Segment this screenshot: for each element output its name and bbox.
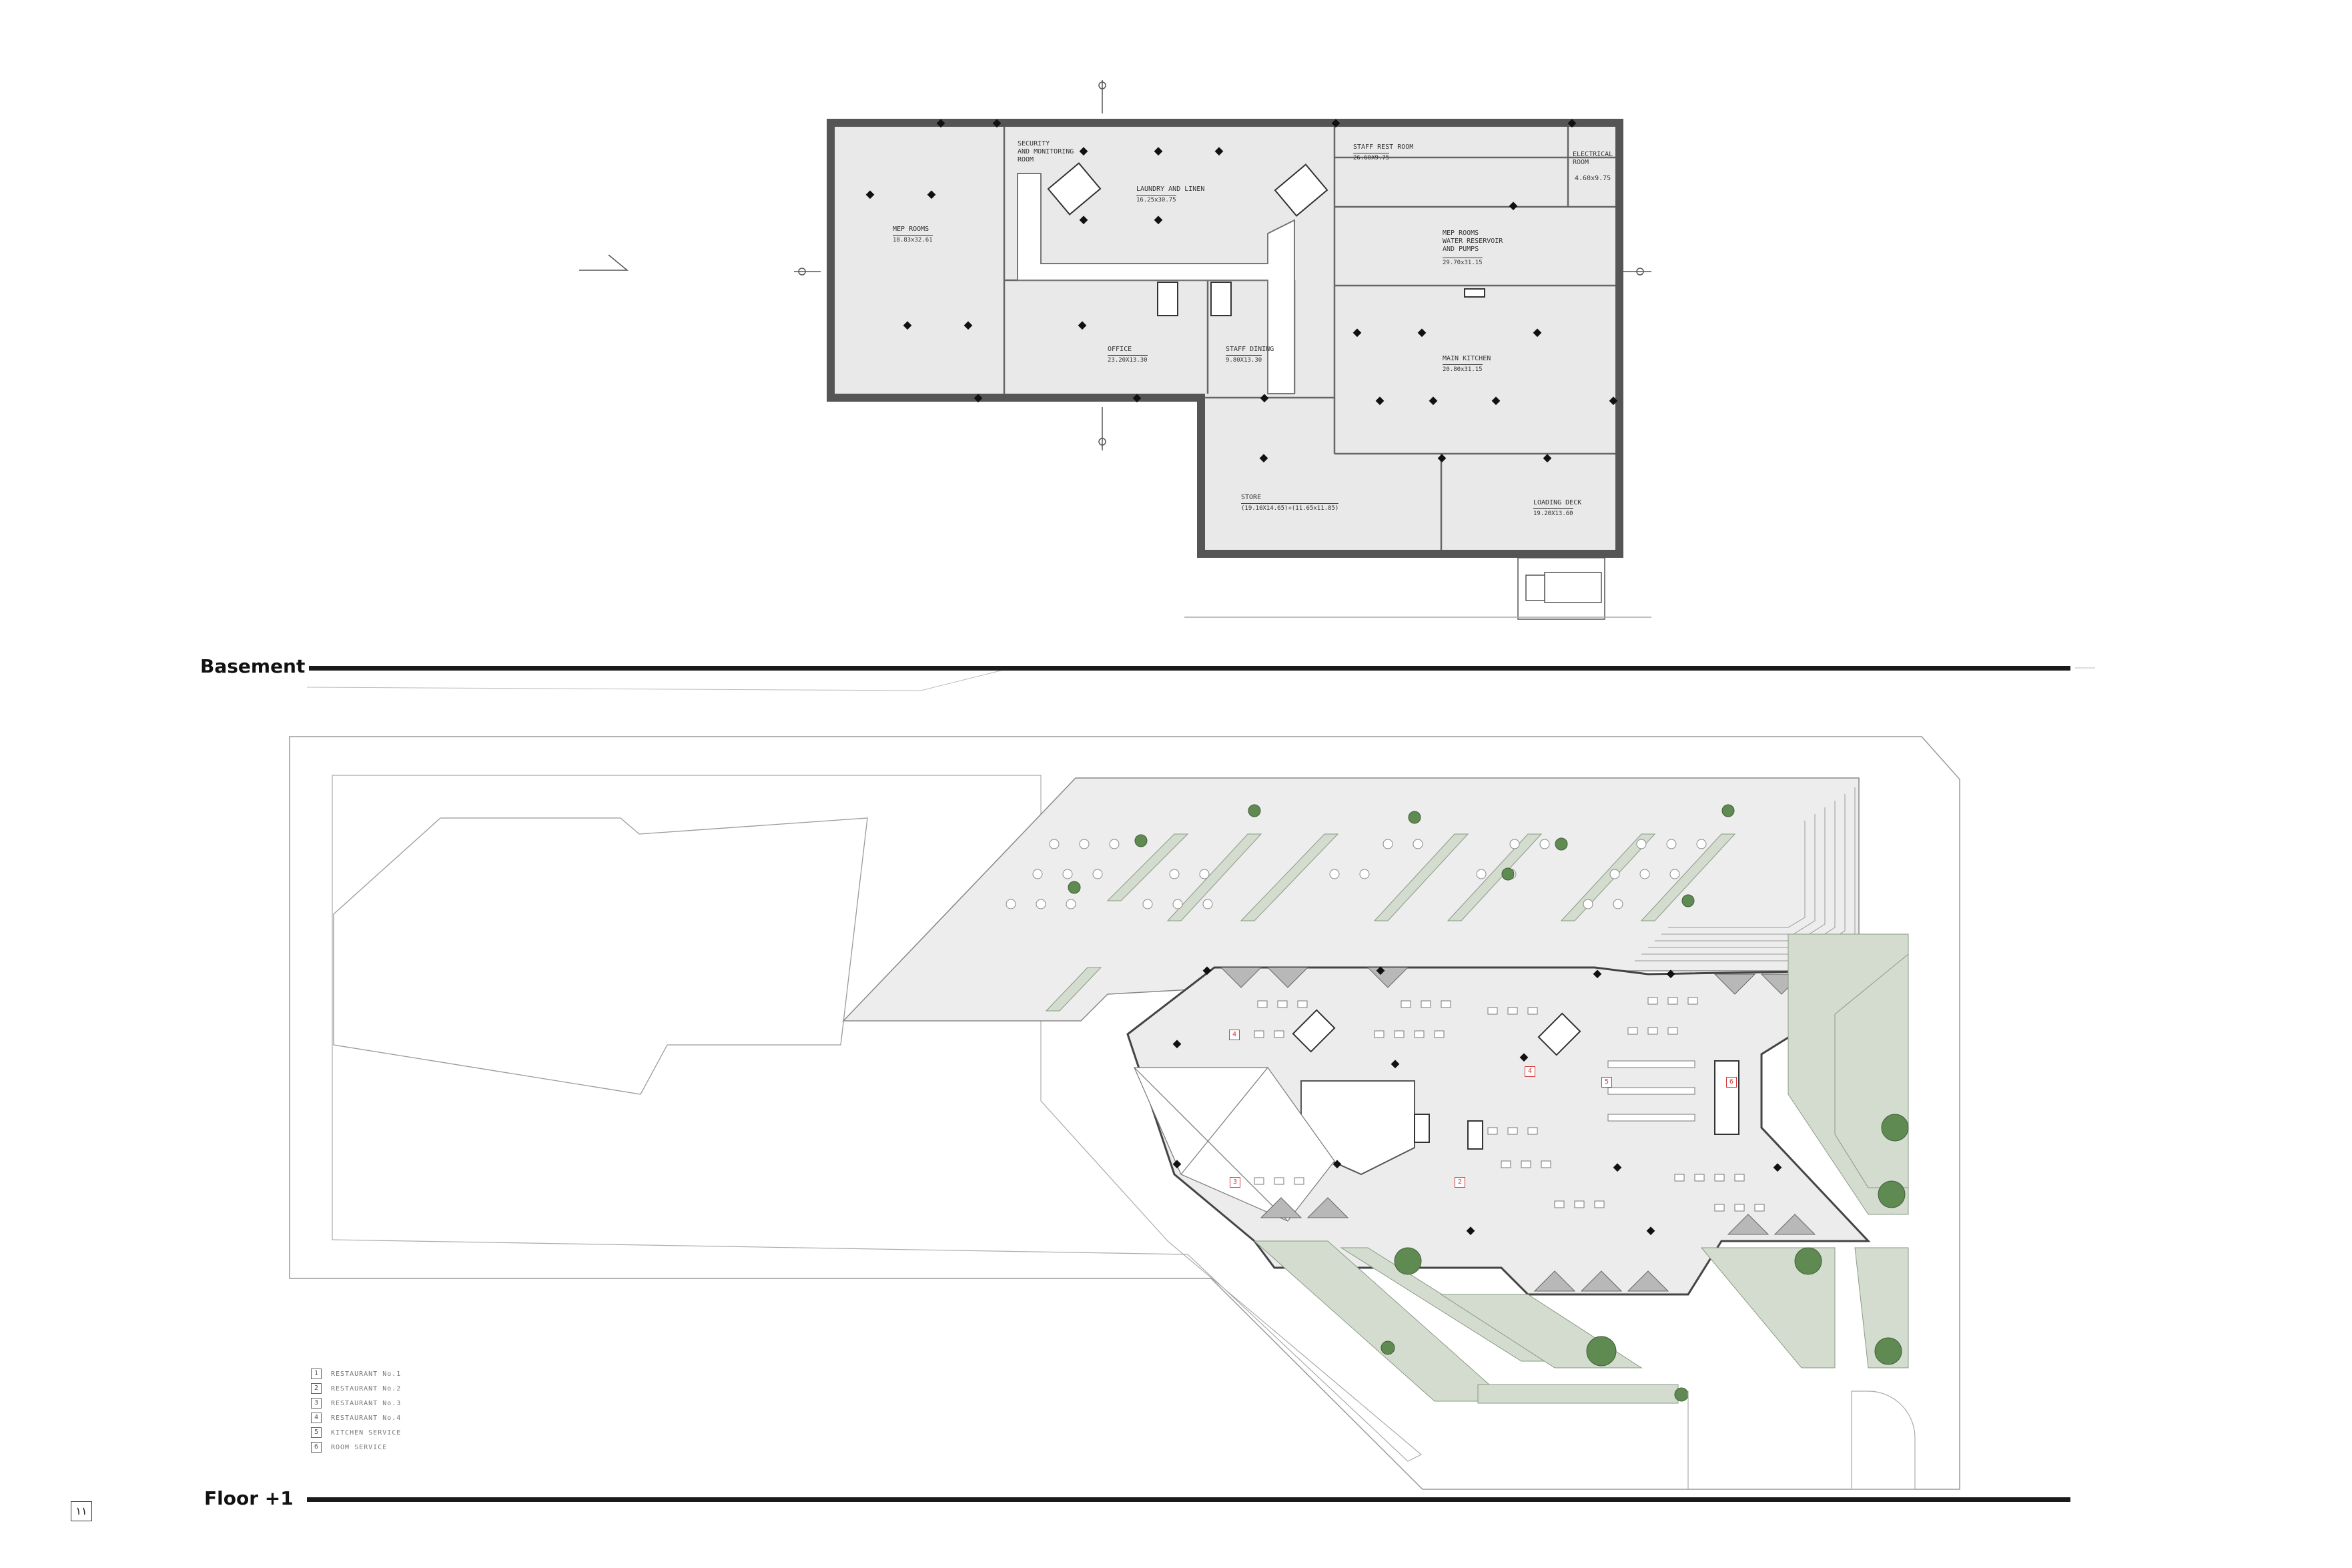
courtyard bbox=[1134, 1067, 1335, 1222]
legend-number: 3 bbox=[311, 1398, 322, 1409]
legend-label: RESTAURANT No.4 bbox=[331, 1414, 402, 1422]
room-name: STAFF DINING bbox=[1226, 346, 1274, 353]
section-title-floor1: Floor +1 bbox=[204, 1487, 294, 1509]
legend-number: 1 bbox=[311, 1368, 322, 1379]
room-name: LAUNDRY AND LINEN bbox=[1136, 185, 1205, 193]
section-rule-basement bbox=[309, 666, 2070, 671]
room-dimensions: 18.83x32.61 bbox=[893, 235, 933, 244]
service-cores bbox=[1292, 1009, 1739, 1150]
basement-stairs bbox=[1047, 162, 1485, 316]
legend-label: KITCHEN SERVICE bbox=[331, 1429, 402, 1437]
legend-item: 6 ROOM SERVICE bbox=[311, 1440, 401, 1455]
legend-label: RESTAURANT No.2 bbox=[331, 1385, 402, 1393]
truck-icon bbox=[1184, 557, 1651, 620]
restaurant-tag-4b: 4 bbox=[1525, 1066, 1535, 1077]
room-dimensions: 29.70x31.15 bbox=[1443, 258, 1483, 266]
room-name: MEP ROOMS WATER RESERVOIR AND PUMPS bbox=[1443, 230, 1503, 253]
terrace-tables bbox=[1006, 839, 1707, 909]
room-dimensions: 19.20X13.60 bbox=[1533, 508, 1573, 517]
room-dimensions: (19.10X14.65)+(11.65x11.85) bbox=[1241, 503, 1339, 512]
trees bbox=[1068, 804, 1909, 1402]
legend-item: 3 RESTAURANT No.3 bbox=[311, 1396, 401, 1411]
legend-item: 4 RESTAURANT No.4 bbox=[311, 1411, 401, 1425]
dining-tables bbox=[1254, 997, 1765, 1212]
section-rule-floor1 bbox=[307, 1497, 2070, 1502]
room-name: ELECTRICAL ROOM bbox=[1573, 151, 1613, 166]
legend-number: 4 bbox=[311, 1413, 322, 1423]
legend-item: 5 KITCHEN SERVICE bbox=[311, 1425, 401, 1440]
kitchen-counters bbox=[1607, 1060, 1695, 1122]
legend-label: RESTAURANT No.1 bbox=[331, 1370, 402, 1378]
room-name: STORE bbox=[1241, 494, 1262, 501]
legend-item: 2 RESTAURANT No.2 bbox=[311, 1381, 401, 1396]
room-dimensions: 26.60X9.75 bbox=[1353, 153, 1390, 161]
room-dimensions: 16.25x30.75 bbox=[1136, 195, 1176, 204]
section-markers bbox=[579, 80, 1651, 450]
room-dimensions: 9.80X13.30 bbox=[1226, 355, 1262, 364]
room-name: MAIN KITCHEN bbox=[1443, 355, 1491, 362]
room-name: LOADING DECK bbox=[1533, 499, 1582, 506]
restaurant-tag-5: 5 bbox=[1601, 1077, 1612, 1088]
shading-fins bbox=[1220, 967, 1816, 1292]
terrace-planters bbox=[1045, 833, 1736, 1012]
legend: 1 RESTAURANT No.1 2 RESTAURANT No.2 3 RE… bbox=[311, 1366, 401, 1455]
legend-label: ROOM SERVICE bbox=[331, 1443, 388, 1451]
legend-number: 2 bbox=[311, 1383, 322, 1394]
legend-label: RESTAURANT No.3 bbox=[331, 1399, 402, 1407]
room-name: MEP ROOMS bbox=[893, 226, 929, 233]
basement-plan bbox=[579, 80, 1651, 620]
room-name: STAFF REST ROOM bbox=[1353, 143, 1414, 151]
section-title-basement: Basement bbox=[200, 655, 306, 677]
room-dimensions: 4.60x9.75 bbox=[1575, 175, 1611, 182]
room-name: SECURITY AND MONITORING ROOM bbox=[1018, 140, 1074, 163]
restaurant-tag-4: 4 bbox=[1229, 1030, 1240, 1040]
restaurant-tag-3: 3 bbox=[1230, 1177, 1240, 1188]
legend-item: 1 RESTAURANT No.1 bbox=[311, 1366, 401, 1381]
restaurant-tag-6: 6 bbox=[1726, 1077, 1737, 1088]
floor1-plan bbox=[289, 736, 1960, 1490]
room-name: OFFICE bbox=[1108, 346, 1132, 353]
page-number: ١١ bbox=[71, 1501, 92, 1521]
basement-site-line bbox=[306, 667, 1015, 691]
legend-number: 5 bbox=[311, 1427, 322, 1438]
basement-outer-wall bbox=[827, 119, 1623, 558]
room-dimensions: 23.20X13.30 bbox=[1108, 355, 1148, 364]
legend-number: 6 bbox=[311, 1442, 322, 1453]
room-dimensions: 20.80x31.15 bbox=[1443, 364, 1483, 373]
driveway-curve bbox=[1851, 1391, 1916, 1490]
basement-corridor bbox=[1017, 173, 1295, 394]
tower-footprint-outline bbox=[333, 817, 868, 1095]
landscape-beds bbox=[1253, 933, 1909, 1404]
restaurant-tag-2: 2 bbox=[1455, 1177, 1465, 1188]
